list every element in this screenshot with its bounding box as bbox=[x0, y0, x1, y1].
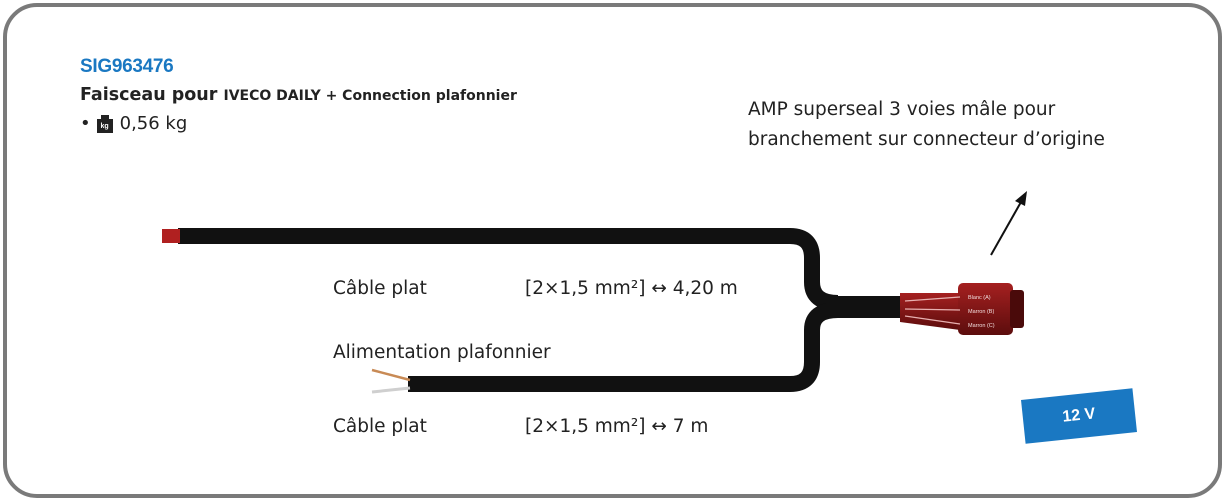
weight-icon: kg bbox=[96, 114, 113, 133]
product-weight: • kg 0,56 kg bbox=[80, 113, 187, 134]
connector-pointer-line bbox=[990, 201, 1022, 256]
product-reference: SIG963476 bbox=[80, 56, 174, 77]
connector-pin-a: Blanc (A) bbox=[968, 295, 991, 301]
product-title-rest: IVECO DAILY + Connection plafonnier bbox=[223, 88, 517, 104]
cable1-name: Câble plat bbox=[333, 278, 427, 299]
connector-description-line1: AMP superseal 3 voies mâle pour bbox=[748, 99, 1056, 120]
stripped-wire-brown bbox=[371, 368, 411, 382]
cable1-spec: [2×1,5 mm²] ↔ 4,20 m bbox=[525, 278, 738, 299]
stripped-wire-white bbox=[371, 386, 411, 394]
cable2-name: Câble plat bbox=[333, 416, 427, 437]
connector-pin-b: Marron (B) bbox=[968, 309, 994, 315]
product-title: Faisceau pour IVECO DAILY + Connection p… bbox=[80, 85, 517, 105]
cable-lower bbox=[408, 302, 839, 392]
weight-value: 0,56 kg bbox=[119, 113, 188, 134]
cable-upper bbox=[178, 228, 839, 311]
amp-connector bbox=[900, 283, 1024, 335]
feed-label: Alimentation plafonnier bbox=[333, 342, 551, 363]
connector-description-line2: branchement sur connecteur d’origine bbox=[748, 129, 1105, 150]
connector-pin-c: Marron (C) bbox=[968, 323, 995, 329]
product-title-main: Faisceau pour bbox=[80, 85, 218, 105]
weight-icon-label: kg bbox=[96, 118, 113, 133]
cable-end-cap bbox=[162, 229, 180, 243]
connector-description: AMP superseal 3 voies mâle pour branchem… bbox=[748, 95, 1105, 155]
cable-junction bbox=[826, 296, 905, 318]
weight-bullet: • bbox=[80, 113, 91, 134]
product-card-frame bbox=[3, 3, 1222, 498]
cable2-spec: [2×1,5 mm²] ↔ 7 m bbox=[525, 416, 709, 437]
connector-pointer-arrowhead bbox=[1015, 191, 1027, 206]
